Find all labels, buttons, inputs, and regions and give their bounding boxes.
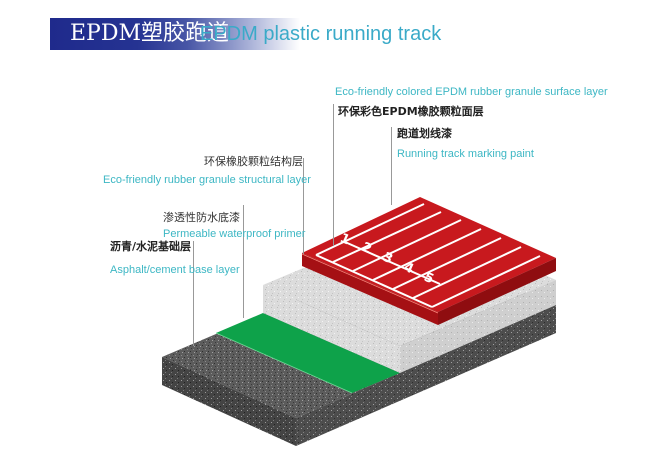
leader-line-surface	[333, 104, 334, 246]
leader-line-structural	[303, 158, 304, 254]
leader-line-base	[193, 241, 194, 346]
title-chinese: EPDM塑胶跑道	[70, 21, 230, 46]
primer-label-en: Permeable waterproof primer	[163, 228, 306, 240]
structural-label-cn: 环保橡胶颗粒结构层	[204, 155, 303, 168]
surface-label-cn: 环保彩色EPDM橡胶颗粒面层	[338, 105, 484, 118]
primer-layer	[215, 313, 400, 394]
surface-label-en: Eco-friendly colored EPDM rubber granule…	[335, 86, 608, 98]
leader-line-primer	[243, 205, 244, 318]
title-english: EPDM plastic running track	[200, 23, 442, 45]
title-banner	[50, 18, 300, 50]
structural-label-en: Eco-friendly rubber granule structural l…	[103, 174, 311, 186]
lane-markings	[315, 203, 541, 308]
marking-label-en: Running track marking paint	[397, 148, 534, 160]
leader-line-marking	[391, 127, 392, 205]
base-label-cn: 沥青/水泥基础层	[110, 240, 192, 253]
base-label-en: Asphalt/cement base layer	[110, 264, 240, 276]
marking-label-cn: 跑道划线漆	[397, 127, 452, 140]
primer-label-cn: 渗透性防水底漆	[163, 211, 240, 224]
